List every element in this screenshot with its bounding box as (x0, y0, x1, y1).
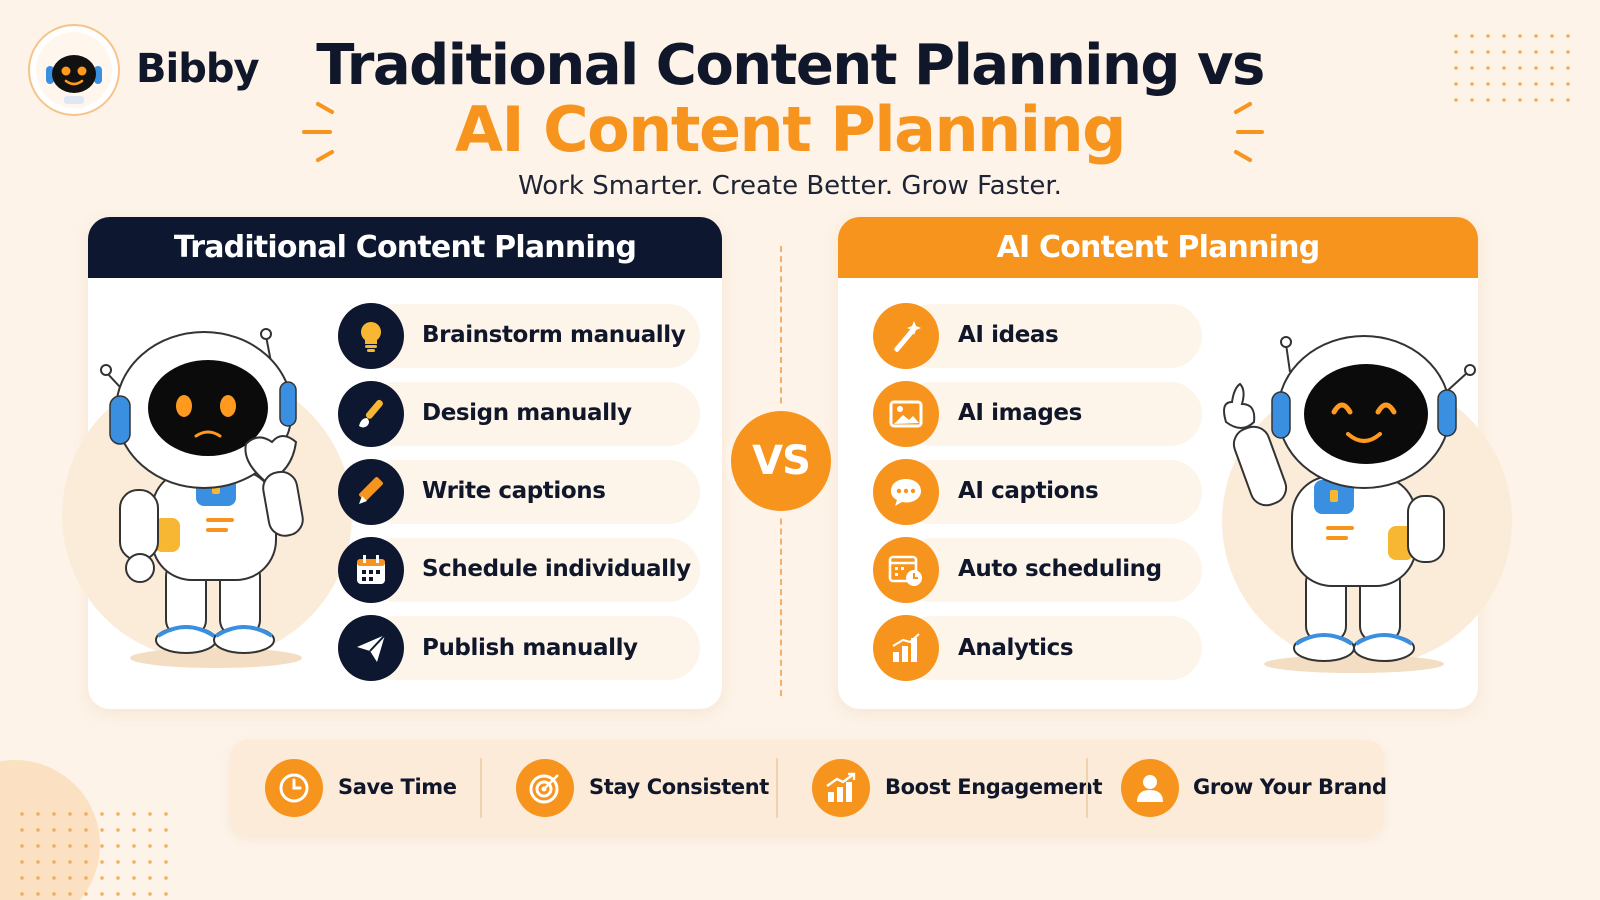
list-item-label: Analytics (958, 635, 1074, 661)
list-item (900, 382, 1202, 446)
confused-robot-illustration (100, 328, 304, 668)
paper-plane-icon (338, 615, 404, 681)
list-item (364, 304, 700, 368)
list-item-label: AI images (958, 400, 1082, 426)
calendar-clock-icon (873, 537, 939, 603)
list-item (900, 304, 1202, 368)
clock-icon (265, 759, 323, 817)
target-icon (516, 759, 574, 817)
benefit-label: Stay Consistent (589, 775, 769, 799)
list-item (364, 382, 700, 446)
list-item-label: Auto scheduling (958, 556, 1162, 582)
benefit-separator (1086, 758, 1088, 818)
list-item (364, 538, 700, 602)
user-icon (1121, 759, 1179, 817)
pencil-icon (338, 459, 404, 525)
image-icon (873, 381, 939, 447)
list-item (364, 460, 700, 524)
dot-pattern-top-right (1448, 28, 1570, 110)
magic-wand-icon (873, 303, 939, 369)
list-item (900, 460, 1202, 524)
benefits-bar (230, 740, 1384, 836)
list-item-label: Write captions (422, 478, 606, 504)
paintbrush-icon (338, 381, 404, 447)
growth-chart-icon (812, 759, 870, 817)
list-item-label: AI ideas (958, 322, 1059, 348)
list-item (900, 616, 1202, 680)
page-subtitle: Work Smarter. Create Better. Grow Faster… (518, 171, 1062, 201)
sparkle-right-icon (1234, 102, 1264, 162)
list-item-label: AI captions (958, 478, 1099, 504)
list-item-label: Design manually (422, 400, 632, 426)
happy-robot-illustration (1223, 335, 1476, 673)
list-item-label: Schedule individually (422, 556, 691, 582)
sparkle-left-icon (302, 102, 334, 162)
lightbulb-icon (338, 303, 404, 369)
benefit-separator (480, 758, 482, 818)
bibby-logo-icon (28, 24, 120, 116)
page-title-line-2: AI Content Planning (455, 93, 1127, 166)
benefit-separator (776, 758, 778, 818)
dot-pattern-bottom-left (14, 806, 174, 896)
benefit-label: Grow Your Brand (1193, 775, 1387, 799)
calendar-icon (338, 537, 404, 603)
list-item-label: Publish manually (422, 635, 638, 661)
benefit-label: Save Time (338, 775, 457, 799)
chat-bubble-icon (873, 459, 939, 525)
bar-chart-icon (873, 615, 939, 681)
ai-panel-heading: AI Content Planning (838, 217, 1478, 278)
list-item (900, 538, 1202, 602)
brand-name: Bibby (136, 46, 260, 92)
page-title-line-1: Traditional Content Planning vs (316, 33, 1265, 98)
traditional-panel-heading: Traditional Content Planning (88, 217, 722, 278)
list-item-label: Brainstorm manually (422, 322, 686, 348)
benefit-label: Boost Engagement (885, 775, 1103, 799)
vs-badge: VS (731, 411, 831, 511)
list-item (364, 616, 700, 680)
